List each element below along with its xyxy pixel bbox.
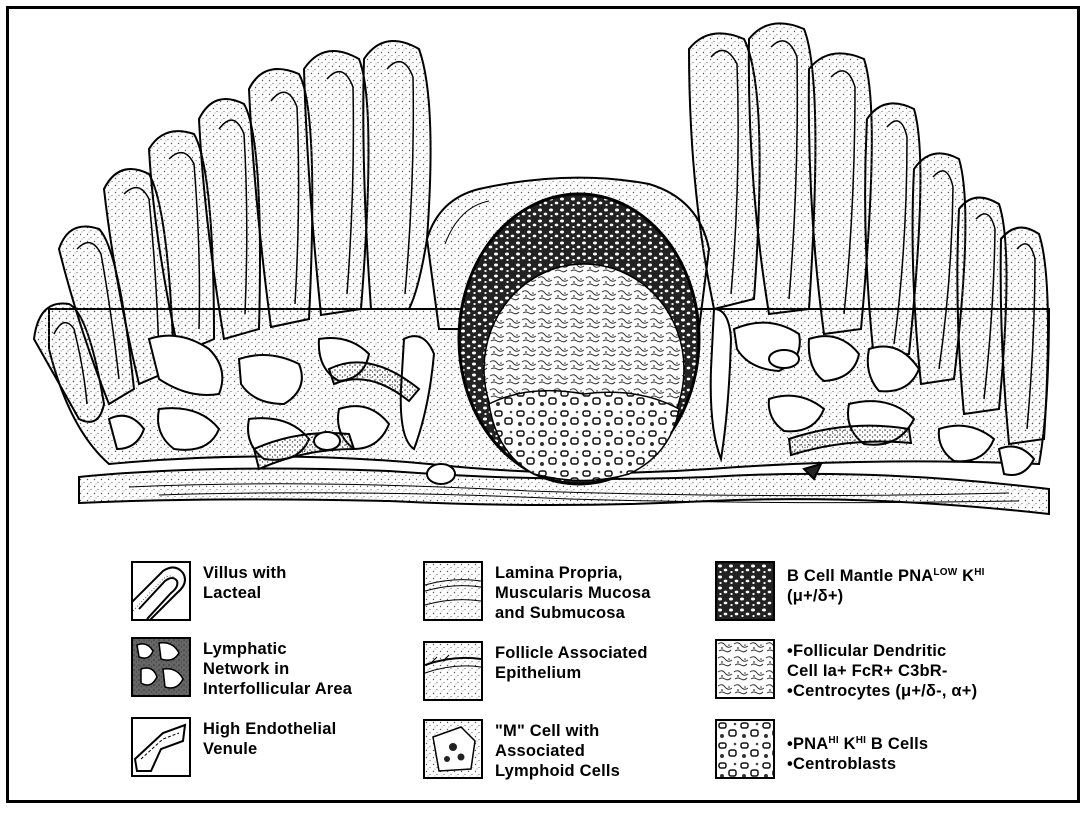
legend-label-mantle-2: (μ+/δ+) xyxy=(787,586,985,606)
legend-label-lamina-3: and Submucosa xyxy=(495,603,651,623)
legend-label-fdc-1: •Follicular Dendritic xyxy=(787,641,977,661)
b-cell-mantle-icon xyxy=(715,561,775,621)
m-cell-icon xyxy=(423,719,483,779)
follicular-dendritic-icon xyxy=(715,639,775,699)
legend-label-lymphatic-3: Interfollicular Area xyxy=(203,679,352,699)
legend-label-fdc-3: •Centrocytes (μ+/δ-, α+) xyxy=(787,681,977,701)
peyers-patch-illustration xyxy=(9,9,1077,529)
legend-label-pna-1: •PNAHI KHI B Cells xyxy=(787,731,928,754)
villus-lacteal-icon xyxy=(131,561,191,621)
lymphatic-network-icon xyxy=(131,637,191,697)
lamina-propria-icon xyxy=(423,561,483,621)
follicle-epithelium-icon xyxy=(423,641,483,701)
legend-label-lamina-1: Lamina Propria, xyxy=(495,563,651,583)
legend-label-fae-2: Epithelium xyxy=(495,663,648,683)
pna-b-cells-icon xyxy=(715,719,775,779)
legend-label-lamina-2: Muscularis Mucosa xyxy=(495,583,651,603)
legend-label-lymphatic-2: Network in xyxy=(203,659,352,679)
legend-label-mcell-2: Associated xyxy=(495,741,620,761)
legend-label-fdc-2: Cell Ia+ FcR+ C3bR- xyxy=(787,661,977,681)
legend-label-villus-2: Lacteal xyxy=(203,583,287,603)
legend-label-villus-1: Villus with xyxy=(203,563,287,583)
legend-label-fae-1: Follicle Associated xyxy=(495,643,648,663)
legend-label-hev-2: Venule xyxy=(203,739,336,759)
legend-label-lymphatic-1: Lymphatic xyxy=(203,639,352,659)
legend-label-pna-2: •Centroblasts xyxy=(787,754,928,774)
legend-label-mcell-3: Lymphoid Cells xyxy=(495,761,620,781)
legend-label-hev-1: High Endothelial xyxy=(203,719,336,739)
lymphoid-follicle xyxy=(459,194,699,484)
endothelial-venule-icon xyxy=(131,717,191,777)
figure-frame: Villus with Lacteal Lymphatic Network in… xyxy=(6,6,1080,803)
legend-label-mantle-1: B Cell Mantle PNALOW KHI xyxy=(787,563,985,586)
legend-label-mcell-1: "M" Cell with xyxy=(495,721,620,741)
